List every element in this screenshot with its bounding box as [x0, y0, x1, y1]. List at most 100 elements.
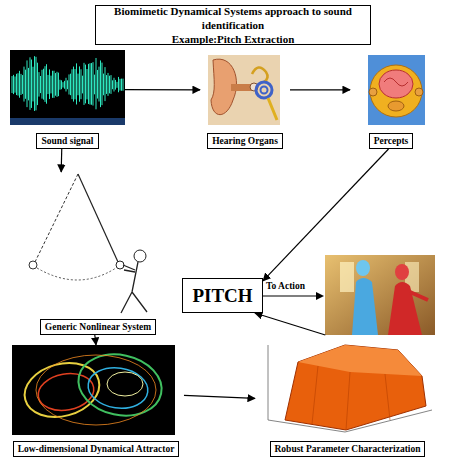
waveform-stroke	[121, 79, 122, 91]
ear-lobe	[369, 88, 377, 96]
waveform-stroke	[100, 60, 101, 107]
semicircular-canal	[252, 67, 268, 82]
waveform-stroke	[73, 67, 74, 102]
waveform-stroke	[76, 63, 77, 104]
waveform-stroke	[55, 73, 56, 96]
flow-arrow	[263, 149, 389, 281]
pendulum-rod	[78, 174, 118, 262]
pendulum-bob	[116, 261, 124, 269]
waveform-stroke	[30, 57, 31, 110]
waveform-stroke	[112, 80, 113, 89]
waveform-stroke	[79, 66, 80, 101]
pitch-label: PITCH	[192, 285, 252, 307]
plot-axes	[268, 345, 432, 432]
waveform-stroke	[39, 72, 40, 96]
waveform-stroke	[78, 74, 79, 96]
waveform-stroke	[64, 81, 65, 89]
waveform-stroke	[90, 63, 91, 104]
waveform-stroke	[16, 74, 17, 95]
waveform-stroke	[45, 66, 46, 102]
red-figure-arm	[410, 292, 428, 300]
waveform-background	[10, 50, 125, 125]
waveform-stroke	[21, 74, 22, 95]
waveform-stroke	[63, 82, 64, 87]
waveform-stroke	[72, 69, 73, 99]
auditory-nerve	[268, 98, 277, 120]
waveform-stroke	[27, 60, 28, 107]
waveform-stroke	[42, 70, 43, 99]
waveform-stroke	[82, 76, 83, 94]
waveform-stroke	[111, 75, 112, 94]
waveform-stroke	[36, 57, 37, 111]
attractor-loop	[36, 355, 156, 425]
attractor-loop	[86, 364, 151, 412]
cochlea	[256, 82, 272, 98]
flow-arrow	[255, 313, 325, 335]
face	[388, 101, 404, 111]
surface	[285, 345, 426, 430]
waveform-stroke	[66, 78, 67, 92]
flow-arrow	[125, 89, 200, 90]
waveform-stroke	[106, 75, 107, 94]
waveform-stroke	[33, 67, 34, 102]
flow-arrow	[184, 395, 255, 398]
pendulum-rod-dashed	[35, 174, 78, 262]
caption-label: Robust Parameter Characterization	[270, 441, 426, 457]
blue-figure	[352, 278, 378, 335]
waveform-stroke	[114, 78, 115, 92]
waveform-stroke	[60, 80, 61, 90]
stick-figure	[121, 262, 147, 313]
waveform-stroke	[109, 76, 110, 94]
plot-background	[255, 335, 440, 435]
brain	[379, 70, 413, 98]
waveform-stroke	[123, 79, 124, 91]
swing-arc	[37, 268, 116, 280]
red-figure	[395, 264, 409, 280]
attractor-loop	[73, 347, 168, 423]
window-light	[340, 262, 354, 292]
waveform-stroke	[51, 76, 52, 94]
waveform-band	[10, 118, 125, 125]
waveform-stroke	[67, 80, 68, 89]
waveform-stroke	[88, 64, 89, 104]
caption-label: Low-dimensional Dynamical Attractor	[13, 441, 180, 457]
action-arrow	[263, 295, 318, 296]
waveform-stroke	[69, 74, 70, 94]
cochlea	[261, 87, 268, 94]
title-box: Biomimetic Dynamical Systems approach to…	[95, 5, 371, 45]
waveform-stroke	[87, 69, 88, 99]
waveform-stroke	[46, 64, 47, 103]
waveform-stroke	[12, 76, 13, 93]
subtitle: Example:Pitch Extraction	[172, 32, 295, 46]
waveform-stroke	[15, 76, 16, 92]
image-caption-box: Robust Parameter Characterization	[255, 335, 440, 457]
waveform-stroke	[31, 60, 32, 108]
waveform-stroke	[81, 69, 82, 99]
caption-label: Hearing Organs	[207, 133, 283, 149]
pendulum-bob	[29, 261, 37, 269]
waveform-stroke	[115, 80, 116, 90]
red-figure	[388, 282, 422, 335]
waveform-stroke	[108, 73, 109, 96]
caption-label: Generic Nonlinear System	[40, 319, 156, 335]
waveform-stroke	[103, 74, 104, 96]
waveform-stroke	[19, 71, 20, 98]
waveform-stroke	[105, 67, 106, 101]
attractor-background	[12, 345, 175, 435]
caption-label: Percepts	[369, 133, 414, 149]
waveform-stroke	[102, 63, 103, 106]
waveform-stroke	[37, 63, 38, 105]
flow-arrow	[61, 149, 63, 172]
waveform-stroke	[18, 73, 19, 95]
waveform-trace	[12, 56, 123, 111]
waveform-stroke	[118, 77, 119, 92]
brain-fold	[384, 78, 408, 86]
waveform-stroke	[52, 71, 53, 98]
waveform-stroke	[84, 63, 85, 105]
waveform-stroke	[57, 72, 58, 97]
image-caption-box: Low-dimensional Dynamical Attractor	[8, 345, 184, 457]
waveform-stroke	[13, 75, 14, 94]
ear-background	[208, 55, 280, 125]
